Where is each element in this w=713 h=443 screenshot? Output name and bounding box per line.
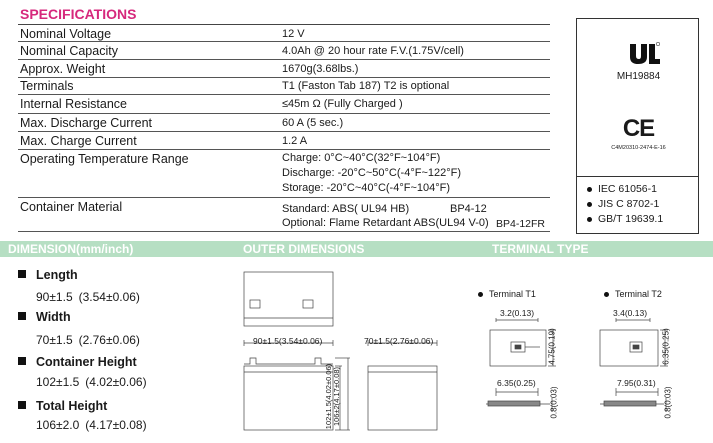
t1-length-label: 6.35(0.25) — [497, 378, 536, 388]
length-dimension-label: 90±1.5(3.54±0.06) — [253, 336, 323, 346]
material-standard-model: BP4-12 — [450, 203, 487, 215]
spec-value: T1 (Faston Tab 187) T2 is optional — [282, 80, 450, 92]
spec-label: Max. Charge Current — [20, 134, 137, 148]
banner-terminal-type: TERMINAL TYPE — [492, 242, 589, 256]
dim-length-heading: Length — [18, 268, 78, 282]
standards-list: IEC 61056-1 JIS C 8702-1 GB/T 19639.1 — [587, 182, 663, 227]
spec-value: 4.0Ah @ 20 hour rate F.V.(1.75V/cell) — [282, 45, 464, 57]
t2-height-label: 6.35(0.25) — [661, 328, 671, 365]
spec-row-max-charge: Max. Charge Current 1.2 A — [18, 132, 550, 150]
square-bullet-icon — [18, 270, 26, 278]
spec-value: 60 A (5 sec.) — [282, 117, 344, 129]
dim-container-height-value: 102±1.5(4.02±0.06) — [36, 375, 147, 389]
battery-side-view — [367, 340, 438, 431]
dim-width-value: 70±1.5(2.76±0.06) — [36, 333, 140, 347]
t1-height-label: 4.75(0.19) — [547, 328, 557, 365]
section-banner: DIMENSION(mm/inch) OUTER DIMENSIONS TERM… — [0, 241, 713, 257]
spec-row-operating-temp: Operating Temperature Range Charge: 0°C~… — [18, 150, 550, 198]
standard-item: JIS C 8702-1 — [587, 197, 663, 212]
ce-certificate-number: C4M20310-2474-E-16 — [611, 145, 666, 151]
t1-thickness-label: 0.8(0.03) — [549, 386, 559, 419]
spec-label: Operating Temperature Range — [20, 152, 189, 166]
terminal-t2-label: Terminal T2 — [604, 289, 662, 299]
dim-length-value: 90±1.5(3.54±0.06) — [36, 290, 140, 304]
cert-divider — [577, 176, 698, 177]
bullet-icon — [587, 186, 592, 192]
spec-value: 12 V — [282, 28, 305, 40]
spec-value: 1.2 A — [282, 135, 308, 147]
dim-total-height-value: 106±2.0(4.17±0.08) — [36, 418, 147, 432]
spec-row-nominal-capacity: Nominal Capacity 4.0Ah @ 20 hour rate F.… — [18, 42, 550, 60]
material-standard: Standard: ABS( UL94 HB) — [282, 203, 410, 215]
battery-front-view — [243, 340, 350, 431]
spec-label: Max. Discharge Current — [20, 116, 152, 130]
bullet-icon — [587, 216, 592, 222]
material-optional-model: BP4-12FR — [496, 218, 546, 230]
t2-length-label: 7.95(0.31) — [617, 378, 656, 388]
ce-mark-logo: CE — [622, 115, 655, 142]
spec-row-terminals: Terminals T1 (Faston Tab 187) T2 is opti… — [18, 78, 550, 95]
battery-top-view — [243, 271, 334, 327]
spec-row-approx-weight: Approx. Weight 1670g(3.68lbs.) — [18, 60, 550, 78]
square-bullet-icon — [18, 312, 26, 320]
spec-row-max-discharge: Max. Discharge Current 60 A (5 sec.) — [18, 114, 550, 132]
dim-width-heading: Width — [18, 310, 71, 324]
spec-label: Terminals — [20, 79, 74, 93]
ul-recognized-logo — [630, 41, 661, 64]
terminal-t1-drawing — [486, 318, 556, 412]
spec-label: Approx. Weight — [20, 62, 106, 76]
terminal-t1-label: Terminal T1 — [478, 289, 536, 299]
spec-label: Nominal Capacity — [20, 44, 118, 58]
spec-value: 1670g(3.68lbs.) — [282, 63, 359, 75]
spec-row-container-material: Container Material Standard: ABS( UL94 H… — [18, 198, 550, 232]
banner-dimension: DIMENSION(mm/inch) — [8, 242, 134, 256]
spec-label: Internal Resistance — [20, 97, 128, 111]
spec-label: Nominal Voltage — [20, 27, 112, 41]
t2-thickness-label: 0.8(0.03) — [663, 386, 673, 419]
width-dimension-label: 70±1.5(2.76±0.06) — [364, 336, 434, 346]
total-height-label: 106±2(4.17±0.08) — [332, 366, 342, 427]
banner-outer-dimensions: OUTER DIMENSIONS — [243, 242, 365, 256]
bullet-icon — [478, 292, 483, 298]
dim-total-height-heading: Total Height — [18, 399, 107, 413]
bullet-icon — [587, 201, 592, 207]
specifications-title: SPECIFICATIONS — [20, 6, 137, 22]
standard-item: IEC 61056-1 — [587, 182, 663, 197]
material-optional: Optional: Flame Retardant ABS(UL94 V-0) — [282, 217, 489, 229]
spec-row-nominal-voltage: Nominal Voltage 12 V — [18, 24, 550, 42]
square-bullet-icon — [18, 401, 26, 409]
t1-width-label: 3.2(0.13) — [500, 308, 535, 318]
spec-label: Container Material — [20, 200, 123, 214]
temp-storage: Storage: -20°C~40°C(-4°F~104°F) — [282, 182, 451, 194]
bullet-icon — [604, 292, 609, 298]
ul-file-number: MH19884 — [616, 71, 661, 82]
spec-row-internal-resistance: Internal Resistance ≤45m Ω (Fully Charge… — [18, 95, 550, 114]
temp-charge: Charge: 0°C~40°C(32°F~104°F) — [282, 152, 441, 164]
t2-width-label: 3.4(0.13) — [613, 308, 648, 318]
temp-discharge: Discharge: -20°C~50°C(-4°F~122°F) — [282, 167, 461, 179]
dim-container-height-heading: Container Height — [18, 355, 137, 369]
certification-box: MH19884 CE C4M20310-2474-E-16 IEC 61056-… — [576, 18, 699, 234]
standard-item: GB/T 19639.1 — [587, 212, 663, 227]
terminal-t2-drawing — [599, 318, 668, 412]
spec-value: ≤45m Ω (Fully Charged ) — [282, 98, 403, 110]
square-bullet-icon — [18, 357, 26, 365]
